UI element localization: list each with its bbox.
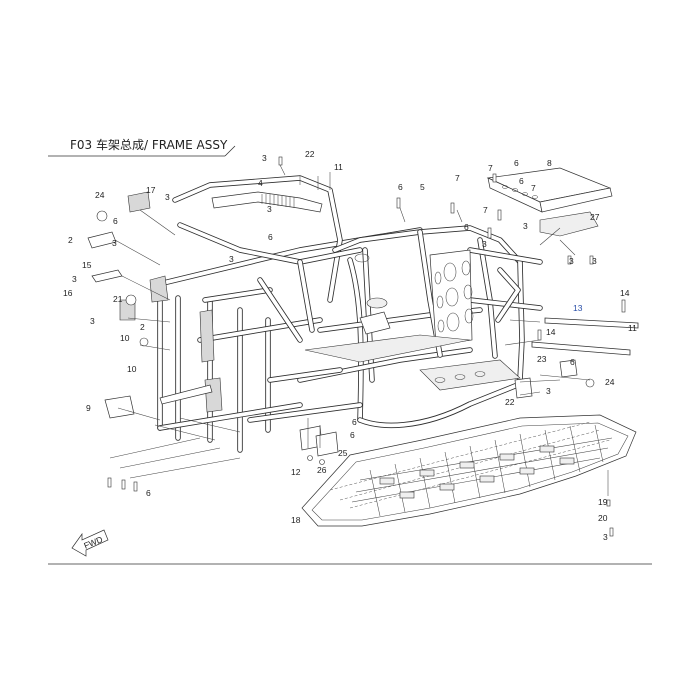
callout-25: 25 (338, 448, 348, 458)
callout-6: 6 (398, 182, 403, 192)
callout-3: 3 (592, 256, 597, 266)
callout-7: 7 (483, 205, 488, 215)
callout-13: 13 (573, 303, 583, 313)
callout-7: 7 (455, 173, 460, 183)
callout-6: 6 (113, 216, 118, 226)
callout-6: 6 (146, 488, 151, 498)
bolts (107, 156, 626, 537)
callout-21: 21 (113, 294, 123, 304)
rear-crossbar (531, 317, 639, 356)
callout-3: 3 (603, 532, 608, 542)
callout-11: 11 (334, 162, 343, 172)
callout-3: 3 (262, 153, 267, 163)
callout-3: 3 (112, 238, 117, 248)
callout-4: 4 (258, 178, 263, 188)
callout-3: 3 (165, 192, 170, 202)
callout-3: 3 (546, 386, 551, 396)
callout-22: 22 (505, 397, 515, 407)
callout-5: 5 (420, 182, 425, 192)
callout-7: 7 (488, 163, 493, 173)
callout-17: 17 (146, 185, 156, 195)
grab-handle-part (211, 191, 323, 213)
callout-23: 23 (537, 354, 547, 364)
callout-6: 6 (352, 417, 357, 427)
callout-24: 24 (605, 377, 615, 387)
callout-27: 27 (590, 212, 600, 222)
title-divider-tick (224, 145, 236, 157)
callout-9: 9 (86, 403, 91, 413)
callout-12: 12 (291, 467, 301, 477)
callout-24: 24 (95, 190, 105, 200)
rear-rack-bracket (486, 167, 613, 237)
callout-6: 6 (570, 357, 575, 367)
callout-16: 16 (63, 288, 73, 298)
callout-3: 3 (267, 204, 272, 214)
direction-arrow-label: FWD (82, 534, 104, 551)
callout-15: 15 (82, 260, 92, 270)
callout-11: 11 (628, 323, 637, 333)
callout-6: 6 (350, 430, 355, 440)
center-brackets (299, 425, 339, 465)
callout-20: 20 (598, 513, 608, 523)
callout-14: 14 (620, 288, 630, 298)
assembly-lines (109, 164, 609, 496)
callout-3: 3 (229, 254, 234, 264)
callout-18: 18 (291, 515, 301, 525)
callout-8: 8 (547, 158, 552, 168)
callout-3: 3 (72, 274, 77, 284)
callout-2: 2 (140, 322, 145, 332)
callout-labels: 22 3 4 11 8 6 7 3 24 17 3 6 5 7 6 7 7 3 … (63, 149, 637, 542)
callout-3: 3 (523, 221, 528, 231)
callout-10: 10 (127, 364, 137, 374)
callout-6: 6 (514, 158, 519, 168)
callout-14: 14 (546, 327, 556, 337)
callout-2: 2 (68, 235, 73, 245)
main-frame (149, 175, 543, 453)
left-brackets (87, 191, 151, 419)
callout-6: 6 (268, 232, 273, 242)
callout-6: 6 (464, 222, 469, 232)
callout-3: 3 (569, 256, 574, 266)
callout-3: 3 (90, 316, 95, 326)
callout-3: 3 (482, 239, 487, 249)
right-brackets (514, 359, 595, 399)
page-title: F03 车架总成/ FRAME ASSY (70, 137, 228, 152)
callout-26: 26 (317, 465, 327, 475)
floor-pan (301, 414, 637, 527)
callout-6: 6 (519, 176, 524, 186)
callout-19: 19 (598, 497, 608, 507)
callout-7: 7 (531, 183, 536, 193)
callout-10: 10 (120, 333, 130, 343)
callout-22: 22 (305, 149, 315, 159)
direction-arrow: FWD (71, 529, 109, 557)
